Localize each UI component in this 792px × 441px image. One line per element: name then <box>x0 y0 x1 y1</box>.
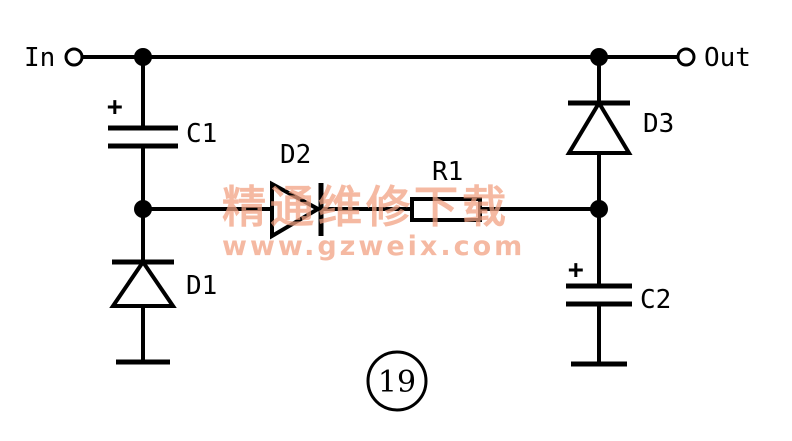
output-terminal <box>676 47 696 67</box>
watermark-url: www.gzweix.com <box>222 231 525 262</box>
d2-label: D2 <box>280 140 311 170</box>
capacitor-c1 <box>108 55 178 211</box>
resistor-r1 <box>410 197 482 222</box>
c1-label: C1 <box>186 119 217 149</box>
capacitor-c2 <box>566 207 632 367</box>
diode-d2 <box>270 180 324 240</box>
input-label: In <box>24 43 55 73</box>
watermark-chinese: 精通维修下载 <box>222 182 510 233</box>
diode-d1 <box>109 207 177 365</box>
figure-number-badge <box>366 350 428 412</box>
c2-label: C2 <box>640 285 671 315</box>
c2-polarity-plus: + <box>568 255 584 285</box>
figure-number: 19 <box>378 365 416 400</box>
r1-label: R1 <box>432 157 463 187</box>
diode-d3 <box>565 55 633 211</box>
output-label: Out <box>704 43 751 73</box>
c1-polarity-plus: + <box>107 92 123 122</box>
input-terminal <box>64 47 84 67</box>
d1-label: D1 <box>186 271 217 301</box>
d3-label: D3 <box>643 109 674 139</box>
